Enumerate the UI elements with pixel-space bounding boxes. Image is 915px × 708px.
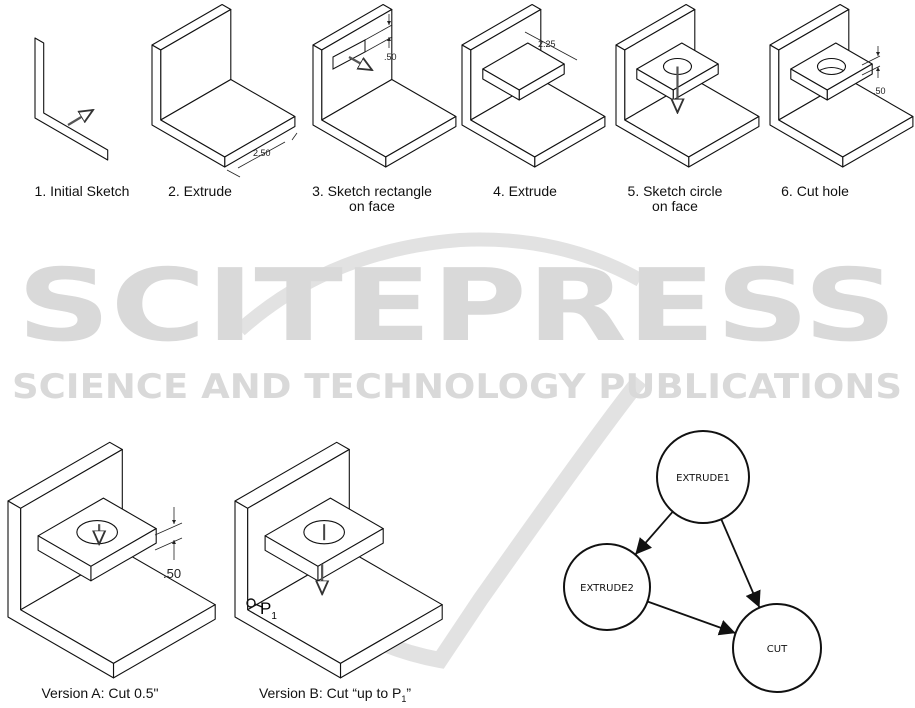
hole-circle xyxy=(76,520,119,545)
initial-sketch-profile xyxy=(34,37,109,161)
dimension-line xyxy=(237,141,286,169)
node-circle xyxy=(732,603,822,693)
point-p1-label: P1 xyxy=(260,599,277,622)
node-cut: CUT xyxy=(732,603,822,693)
node-circle xyxy=(563,543,651,631)
step4-figure xyxy=(461,3,606,168)
dim-extension xyxy=(154,522,183,536)
versionB-figure xyxy=(234,441,443,679)
extrude-direction-arrow xyxy=(67,110,93,126)
dim-extension xyxy=(226,169,241,178)
watermark-book-arc xyxy=(235,232,644,336)
shelf-side-face xyxy=(636,68,674,101)
watermark-subtitle: SCIENCE AND TECHNOLOGY PUBLICATIONS xyxy=(12,367,902,407)
edge-extrude1-to-cut xyxy=(720,518,761,608)
dimension-line xyxy=(524,31,578,61)
point-p1-leader xyxy=(254,603,263,608)
dim-extension xyxy=(291,132,298,141)
bracket-side-face xyxy=(312,44,387,168)
bracket-side-face xyxy=(234,500,342,679)
step1-caption: 1. Initial Sketch xyxy=(34,183,130,199)
step2-caption: 2. Extrude xyxy=(168,183,232,199)
edge-extrude2-to-cut xyxy=(647,600,736,636)
node-extrude2: EXTRUDE2 xyxy=(563,543,651,631)
step3-dimension: .50 xyxy=(384,52,397,62)
step3-figure xyxy=(312,3,457,168)
hole-circle xyxy=(816,57,847,76)
bracket-side-face xyxy=(7,500,115,679)
edge-extrude1-to-extrude2 xyxy=(634,511,674,556)
step2-dimension: 2.50 xyxy=(253,148,271,158)
shelf-side-face xyxy=(264,535,319,582)
shelf-side-face xyxy=(482,68,520,101)
dim-extension xyxy=(861,55,881,66)
versionA-dimension: .50 xyxy=(163,566,181,581)
step1-figure xyxy=(34,37,109,161)
versionA-figure xyxy=(7,441,216,679)
shelf-side-face xyxy=(790,68,828,101)
watermark-title: SCITEPRESS xyxy=(17,247,897,364)
extrude-direction-arrow xyxy=(348,56,372,70)
versionA-caption: Version A: Cut 0.5" xyxy=(41,685,159,701)
bracket-side-face xyxy=(769,44,844,168)
bracket-side-face xyxy=(151,44,226,168)
node-label: EXTRUDE2 xyxy=(580,583,634,594)
step2-figure xyxy=(151,3,298,178)
point-p1-marker xyxy=(246,598,256,608)
step6-caption: 6. Cut hole xyxy=(781,183,849,199)
node-label: EXTRUDE1 xyxy=(676,473,730,484)
step6-dimension: .50 xyxy=(873,86,886,96)
step4-dimension: 2.25 xyxy=(538,39,556,49)
dim-extension xyxy=(364,24,393,41)
node-circle xyxy=(656,430,750,524)
hole-inner-edge xyxy=(819,67,844,71)
step5-figure xyxy=(615,3,760,168)
step4-caption: 4. Extrude xyxy=(493,183,557,199)
bracket-side-face xyxy=(615,44,690,168)
shelf-side-face xyxy=(37,535,92,582)
node-label: CUT xyxy=(767,644,788,655)
bracket-side-face xyxy=(461,44,536,168)
versionB-caption: Version B: Cut “up to P1” xyxy=(258,685,412,704)
dim-extension xyxy=(154,537,183,551)
step6-figure xyxy=(769,3,914,168)
node-extrude1: EXTRUDE1 xyxy=(656,430,750,524)
